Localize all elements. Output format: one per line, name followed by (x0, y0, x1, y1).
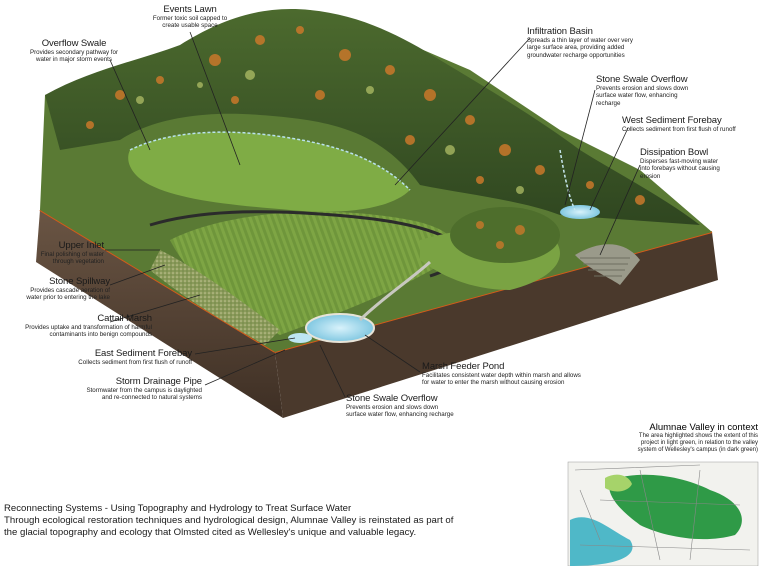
context-map (567, 461, 759, 566)
label-stone-spillway: Stone Spillway Provides cascade aeration… (26, 276, 110, 302)
label-storm-drainage-pipe: Storm Drainage Pipe Stormwater from the … (86, 376, 202, 402)
label-events-lawn: Events Lawn Former toxic soil capped to … (110, 4, 270, 30)
caption-heading: Reconnecting Systems - Using Topography … (4, 503, 352, 514)
tree-canopy (86, 26, 645, 205)
label-stone-swale-overflow-bottom: Stone Swale Overflow Prevents erosion an… (346, 393, 454, 419)
dissipation-bowl-structure (575, 244, 640, 285)
events-lawn-area (128, 132, 410, 212)
west-forebay-pond (560, 205, 600, 219)
leader-lines (105, 31, 641, 398)
caption-body-line: Through ecological restoration technique… (4, 515, 454, 526)
label-upper-inlet: Upper Inlet Final polishing of water thr… (40, 240, 104, 266)
label-title: Events Lawn (163, 4, 217, 15)
caption-body-line: the glacial topography and ecology that … (4, 527, 417, 538)
context-label: Alumnae Valley in context The area highl… (637, 422, 758, 454)
label-dissipation-bowl: Dissipation Bowl Disperses fast-moving w… (640, 147, 720, 180)
label-marsh-feeder-pond: Marsh Feeder Pond Facilitates consistent… (422, 361, 581, 387)
label-west-sediment-forebay: West Sediment Forebay Collects sediment … (622, 115, 736, 133)
label-east-sediment-forebay: East Sediment Forebay Collects sediment … (78, 348, 192, 366)
marsh-feeder-pond (305, 313, 375, 343)
terrain-block (36, 9, 718, 418)
label-stone-swale-overflow-top: Stone Swale Overflow Prevents erosion an… (596, 74, 689, 107)
label-infiltration-basin: Infiltration Basin Spreads a thin layer … (527, 26, 633, 59)
label-overflow-swale: Overflow Swale Provides secondary pathwa… (29, 38, 119, 64)
caption: Reconnecting Systems - Using Topography … (4, 503, 524, 539)
label-cattail-marsh: Cattail Marsh Provides uptake and transf… (25, 313, 152, 339)
cattail-marsh-area (150, 250, 280, 345)
